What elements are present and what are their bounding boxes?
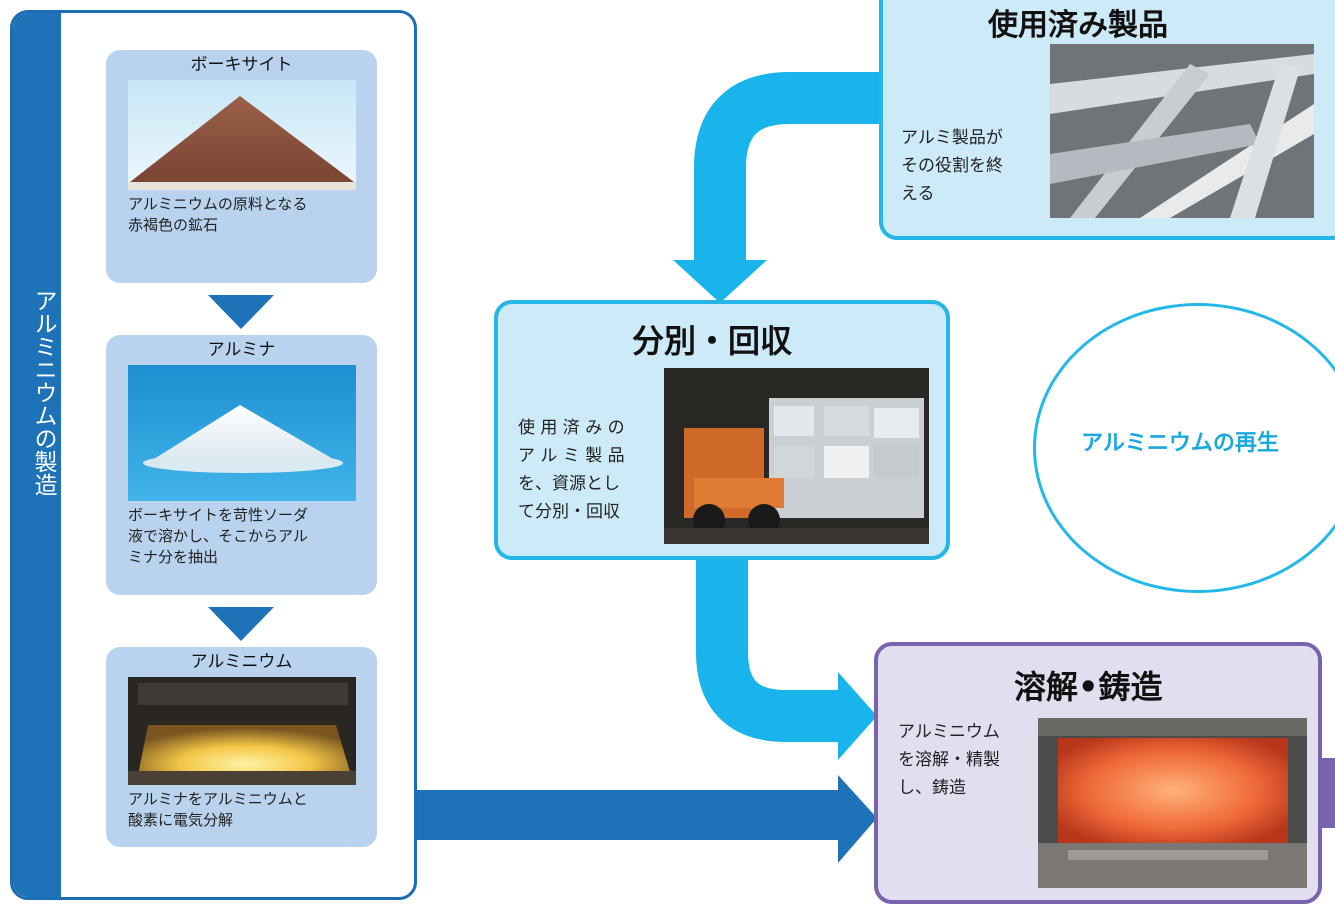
down-arrow bbox=[208, 607, 274, 641]
manufacturing-sidebar bbox=[13, 13, 61, 897]
step-description: アルミニウムの原料となる 赤褐色の鉱石 bbox=[106, 190, 377, 236]
box-title: 分別・回収 bbox=[632, 322, 793, 360]
step-title: アルミニウム bbox=[190, 652, 293, 672]
desc-line: 使 用 済 み の bbox=[518, 418, 625, 438]
desc-line: 酸素に電気分解 bbox=[128, 811, 234, 829]
desc-line: 赤褐色の鉱石 bbox=[128, 216, 219, 234]
bauxite-image bbox=[127, 80, 356, 190]
manufacturing-title: アルミニウムの製造 bbox=[30, 289, 56, 496]
desc-line: アルミ製品が bbox=[901, 128, 1003, 148]
box-title: 溶解•鋳造 bbox=[1014, 668, 1163, 706]
step-description: アルミナをアルミニウムと 酸素に電気分解 bbox=[106, 785, 377, 831]
desc-line: ア ル ミ 製 品 bbox=[518, 446, 625, 466]
box-description: アルミニウム を溶解・精製 し、鋳造 bbox=[898, 718, 1000, 802]
desc-line: を、資源とし bbox=[518, 474, 620, 494]
down-arrow bbox=[208, 295, 274, 329]
arrow-sorting-to-melting bbox=[696, 560, 846, 742]
arrow-used-to-sorting bbox=[694, 72, 886, 262]
scrap-image bbox=[1050, 44, 1314, 218]
sorting-box: 分別・回収 使 用 済 み の ア ル ミ 製 品 を、資源とし て分別・回収 bbox=[494, 300, 950, 560]
step-title: アルミナ bbox=[207, 340, 276, 360]
box-title: 使用済み製品 bbox=[988, 8, 1168, 43]
manufacturing-panel: アルミニウムの製造 ボーキサイト アルミニウムの原料となる 赤褐色の鉱石 アルミ… bbox=[10, 10, 417, 900]
recycle-cycle-label: アルミニウムの再生 bbox=[1081, 431, 1279, 456]
box-description: 使 用 済 み の ア ル ミ 製 品 を、資源とし て分別・回収 bbox=[518, 414, 625, 526]
step-bauxite: ボーキサイト アルミニウムの原料となる 赤褐色の鉱石 bbox=[106, 50, 377, 283]
alumina-image bbox=[127, 365, 356, 501]
desc-line: アルミニウム bbox=[898, 722, 1000, 742]
arrow-sorting-to-melting-head bbox=[838, 672, 877, 760]
desc-line: し、鋳造 bbox=[898, 778, 966, 798]
desc-line: ボーキサイトを苛性ソーダ bbox=[128, 506, 309, 524]
furnace-image bbox=[1038, 718, 1307, 888]
used-products-box: 使用済み製品 アルミ製品が その役割を終 える bbox=[879, 0, 1335, 240]
step-alumina: アルミナ ボーキサイトを苛性ソーダ 液で溶かし、そこからアル ミナ分を抽出 bbox=[106, 335, 377, 595]
forklift-image bbox=[664, 368, 929, 544]
desc-line: 液で溶かし、そこからアル bbox=[128, 527, 308, 545]
arrow-mfg-to-melting bbox=[416, 790, 846, 840]
step-aluminum: アルミニウム アルミナをアルミニウムと 酸素に電気分解 bbox=[106, 647, 377, 847]
desc-line: その役割を終 bbox=[901, 156, 1003, 176]
desc-line: える bbox=[901, 184, 935, 204]
step-description: ボーキサイトを苛性ソーダ 液で溶かし、そこからアル ミナ分を抽出 bbox=[106, 501, 377, 568]
desc-line: アルミナをアルミニウムと bbox=[128, 790, 308, 808]
box-description: アルミ製品が その役割を終 える bbox=[901, 124, 1003, 208]
step-title: ボーキサイト bbox=[190, 55, 293, 75]
arrow-used-to-sorting-head bbox=[673, 260, 767, 303]
desc-line: を溶解・精製 bbox=[898, 750, 1000, 770]
recycle-cycle-circle bbox=[1033, 303, 1335, 593]
melting-box-tab bbox=[1322, 758, 1335, 828]
smelter-image bbox=[127, 677, 356, 785]
melting-box: 溶解•鋳造 アルミニウム を溶解・精製 し、鋳造 bbox=[874, 642, 1322, 904]
desc-line: ミナ分を抽出 bbox=[128, 548, 219, 566]
desc-line: アルミニウムの原料となる bbox=[128, 195, 308, 213]
desc-line: て分別・回収 bbox=[518, 502, 620, 522]
arrow-mfg-to-melting-head bbox=[838, 775, 877, 863]
